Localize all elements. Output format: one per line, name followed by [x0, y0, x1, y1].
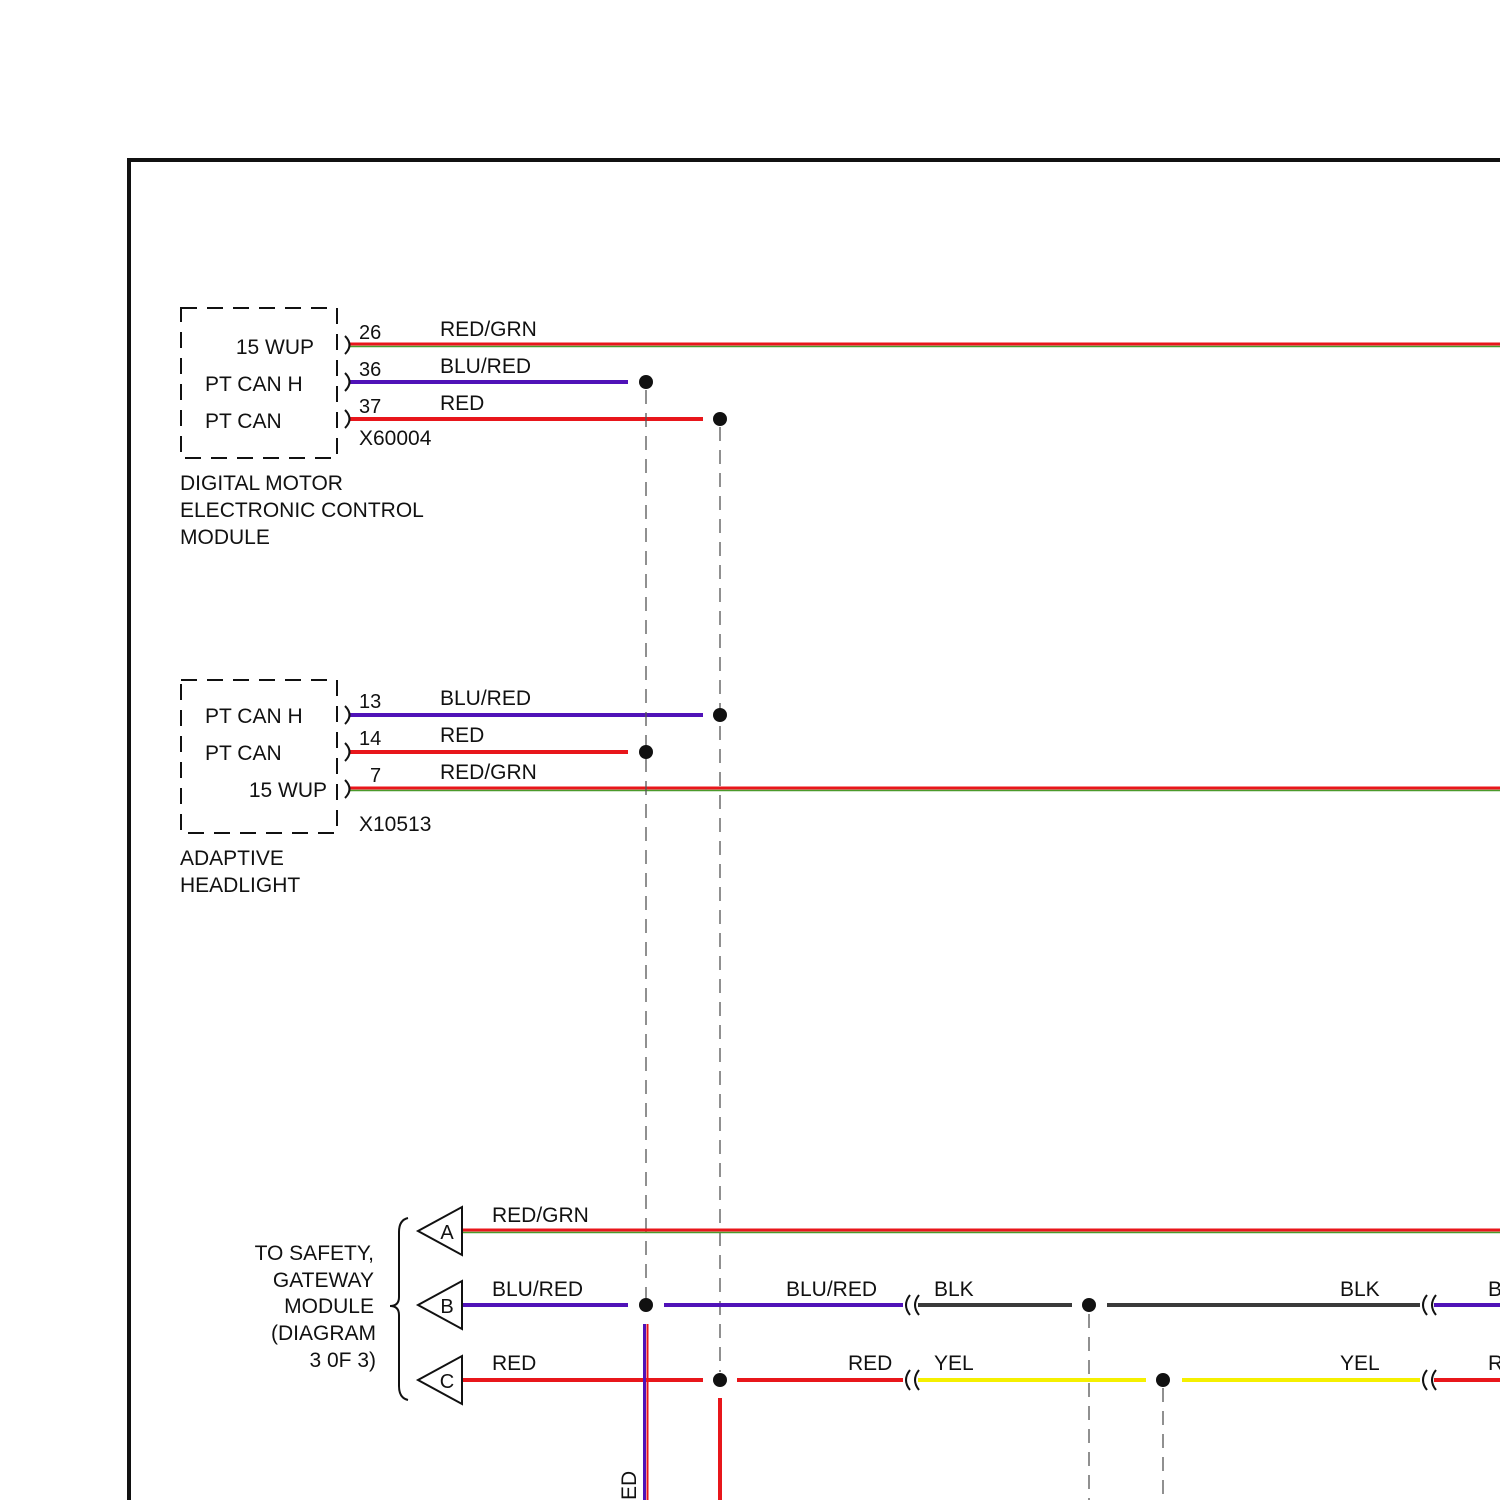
wire-b-segment-2-label: BLK [934, 1278, 974, 1301]
headlight-pin-cup-13 [345, 706, 350, 724]
wire-c-segment-2-label: YEL [934, 1352, 974, 1375]
headlight-pin-cup-7 [345, 780, 350, 798]
dmecm-pin-func-2: PT CAN H [205, 373, 303, 396]
dmecm-pin-cup-26 [345, 336, 350, 354]
gateway-splice-red [713, 1373, 727, 1387]
gateway-wire-label-c: RED [492, 1352, 536, 1375]
dmecm-pin-func-1: 15 WUP [236, 336, 314, 359]
wire-b-segment-1-label: BLU/RED [786, 1278, 877, 1301]
dmecm-wire-26 [350, 344, 1500, 347]
gateway-wire-a [462, 1230, 1500, 1233]
inline-connector-b-1-left [906, 1295, 910, 1315]
headlight-connector-id: X10513 [359, 813, 431, 836]
gateway-wire-label-a: RED/GRN [492, 1204, 589, 1227]
headlight-name-line-1: ADAPTIVE [180, 847, 284, 870]
bottom-vertical-wire-label: ED [618, 1471, 641, 1500]
gateway-splice-blu [639, 1298, 653, 1312]
gateway-splice-blk [1082, 1298, 1096, 1312]
headlight-pin-number-1: 13 [359, 691, 381, 713]
dmecm-splice-blu [639, 375, 653, 389]
dmecm-wire-label-3: RED [440, 392, 484, 415]
wire-layer [350, 344, 1500, 1500]
headlight-pin-number-3: 7 [370, 765, 381, 787]
dmecm-connector-id: X60004 [359, 427, 432, 450]
headlight-wire-label-2: RED [440, 724, 484, 747]
gateway-name-line-3: MODULE [284, 1295, 374, 1318]
gateway-name-line-1: TO SAFETY, [255, 1242, 374, 1265]
headlight-splice-red [639, 745, 653, 759]
dmecm-pin-number-1: 26 [359, 322, 381, 344]
inline-connector-b-1 [906, 1295, 919, 1315]
headlight-wire-label-3: RED/GRN [440, 761, 537, 784]
wire-b-cut-label: B [1488, 1278, 1500, 1301]
inline-connector-c-1-left [906, 1370, 910, 1390]
headlight-pin-cup-14 [345, 743, 350, 761]
dmecm-pin-number-2: 36 [359, 359, 381, 381]
inline-connector-b-2-left [1423, 1295, 1427, 1315]
headlight-pin-func-2: PT CAN [205, 742, 282, 765]
gateway-arrow-c-letter: C [440, 1371, 454, 1393]
gateway-arrow-a-letter: A [440, 1222, 454, 1244]
headlight-wire-7 [350, 788, 1500, 791]
inline-connector-c-1 [906, 1370, 919, 1390]
gateway-arrow-b-letter: B [440, 1296, 453, 1318]
dmecm-wire-label-2: BLU/RED [440, 355, 531, 378]
symbol-layer: A B C [345, 336, 1436, 1404]
gateway-splice-yel [1156, 1373, 1170, 1387]
gateway-name-line-4: (DIAGRAM [271, 1322, 376, 1345]
gateway-arrow-c: C [418, 1356, 462, 1404]
dmecm-pin-cup-36 [345, 373, 350, 391]
headlight-wire-label-1: BLU/RED [440, 687, 531, 710]
gateway-wire-label-b: BLU/RED [492, 1278, 583, 1301]
wire-c-segment-3-label: YEL [1340, 1352, 1380, 1375]
wire-b-segment-3-label: BLK [1340, 1278, 1380, 1301]
dmecm-pin-number-3: 37 [359, 396, 381, 418]
inline-connector-c-2-left [1423, 1370, 1427, 1390]
wire-c-segment-1-label: RED [848, 1352, 892, 1375]
gateway-arrow-a: A [418, 1207, 462, 1255]
wire-c-cut-label: R [1488, 1352, 1500, 1375]
dmecm-pin-cup-37 [345, 410, 350, 428]
gateway-name-line-5: 3 0F 3) [309, 1349, 376, 1372]
down-wire-blu [645, 1324, 648, 1500]
headlight-pin-func-1: PT CAN H [205, 705, 303, 728]
headlight-pin-number-2: 14 [359, 728, 381, 750]
headlight-splice-blu [713, 708, 727, 722]
gateway-arrow-b: B [418, 1281, 462, 1329]
headlight-pin-func-3: 15 WUP [249, 779, 327, 802]
dmecm-wire-label-1: RED/GRN [440, 318, 537, 341]
gateway-brace [390, 1218, 408, 1400]
dmecm-name-line-2: ELECTRONIC CONTROL [180, 499, 424, 522]
dmecm-pin-func-3: PT CAN [205, 410, 282, 433]
dmecm-name-line-1: DIGITAL MOTOR [180, 472, 343, 495]
dmecm-splice-red [713, 412, 727, 426]
dmecm-name-line-3: MODULE [180, 526, 270, 549]
gateway-name-line-2: GATEWAY [273, 1269, 374, 1292]
headlight-name-line-2: HEADLIGHT [180, 874, 300, 897]
